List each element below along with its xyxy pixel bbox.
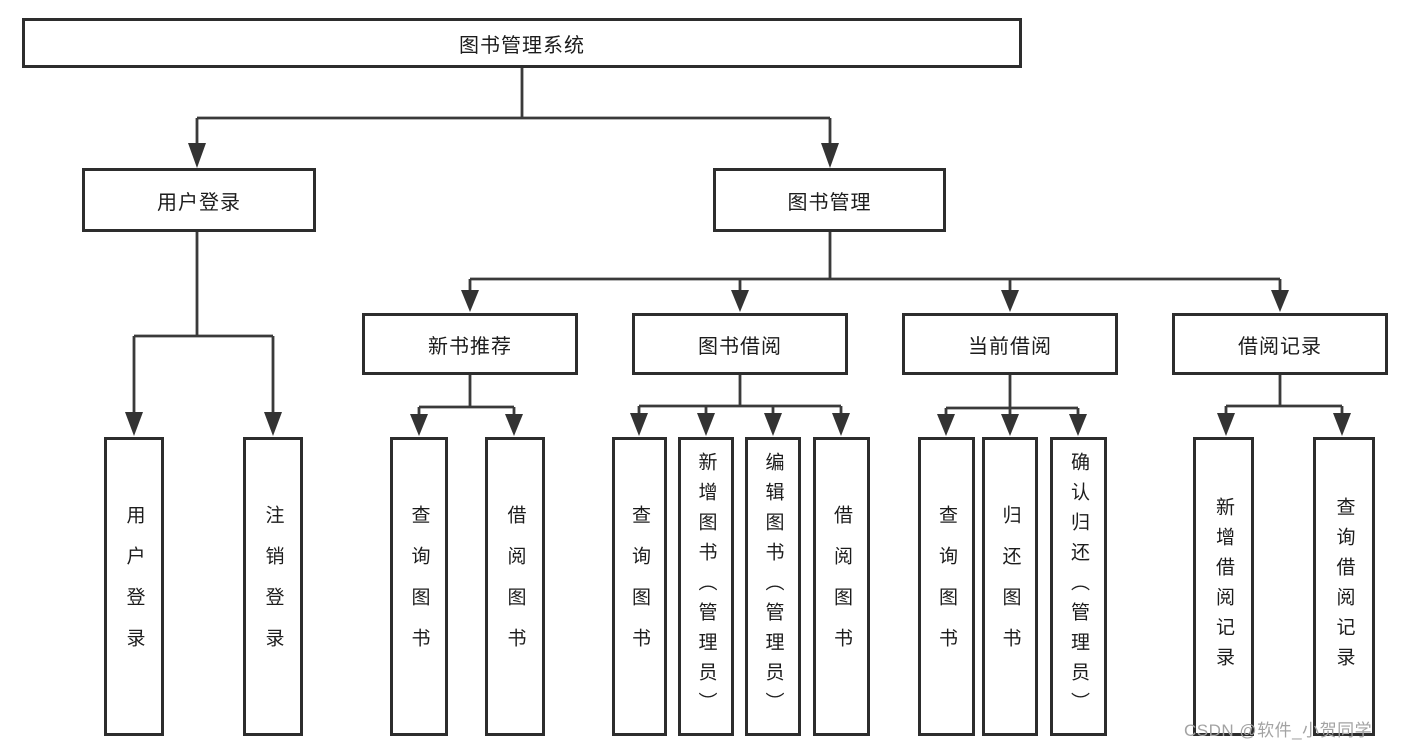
leaf-return-books-label: 归还图书	[999, 504, 1021, 669]
connector-current-to-leaves	[937, 375, 1087, 436]
leaf-newbooks-borrow-books: 借阅图书	[485, 437, 545, 736]
connector-borrowing-to-leaves	[630, 375, 850, 436]
node-root-label: 图书管理系统	[459, 34, 585, 57]
connector-userlogin-to-leaves	[125, 232, 282, 436]
leaf-return-books: 归还图书	[982, 437, 1038, 736]
leaf-user-login-label: 用户登录	[123, 504, 145, 669]
node-book-management: 图书管理	[713, 168, 946, 232]
connector-root-to-level2	[188, 68, 839, 168]
node-current-borrowing-label: 当前借阅	[968, 335, 1052, 358]
leaf-edit-books-admin: 编辑图书（管理员）	[745, 437, 801, 736]
leaf-current-query-books-label: 查询图书	[936, 504, 957, 669]
leaf-logout-label: 注销登录	[262, 504, 284, 669]
leaf-current-query-books: 查询图书	[918, 437, 975, 736]
node-user-login-branch-label: 用户登录	[157, 191, 241, 214]
leaf-confirm-return-admin: 确认归还（管理员）	[1050, 437, 1107, 736]
node-book-borrowing-label: 图书借阅	[698, 335, 782, 358]
node-root: 图书管理系统	[22, 18, 1022, 68]
leaf-add-borrow-record: 新增借阅记录	[1193, 437, 1254, 736]
leaf-borrowing-borrow-books-label: 借阅图书	[831, 504, 852, 669]
node-current-borrowing: 当前借阅	[902, 313, 1118, 375]
leaf-edit-books-admin-label: 编辑图书（管理员）	[762, 451, 784, 722]
csdn-watermark: CSDN @软件_小贺同学	[1184, 721, 1373, 740]
leaf-newbooks-query-books-label: 查询图书	[408, 504, 430, 669]
leaf-user-login: 用户登录	[104, 437, 164, 736]
node-user-login-branch: 用户登录	[82, 168, 316, 232]
leaf-confirm-return-admin-label: 确认归还（管理员）	[1068, 451, 1089, 722]
leaf-add-books-admin-label: 新增图书（管理员）	[695, 451, 717, 722]
leaf-borrowing-borrow-books: 借阅图书	[813, 437, 870, 736]
node-book-management-label: 图书管理	[787, 191, 872, 214]
leaf-newbooks-borrow-books-label: 借阅图书	[504, 504, 526, 669]
leaf-add-borrow-record-label: 新增借阅记录	[1213, 496, 1234, 677]
leaf-query-borrow-record-label: 查询借阅记录	[1333, 496, 1355, 677]
node-borrowing-records-label: 借阅记录	[1238, 335, 1322, 358]
leaf-logout: 注销登录	[243, 437, 303, 736]
node-new-book-recommend-label: 新书推荐	[428, 335, 512, 358]
node-borrowing-records: 借阅记录	[1172, 313, 1388, 375]
leaf-add-books-admin: 新增图书（管理员）	[678, 437, 734, 736]
connector-newbooks-to-leaves	[410, 375, 523, 436]
node-book-borrowing: 图书借阅	[632, 313, 848, 375]
leaf-newbooks-query-books: 查询图书	[390, 437, 448, 736]
connector-records-to-leaves	[1217, 375, 1351, 436]
connector-bookmgmt-to-level3	[461, 232, 1289, 312]
leaf-borrowing-query-books-label: 查询图书	[629, 504, 650, 669]
leaf-borrowing-query-books: 查询图书	[612, 437, 667, 736]
node-new-book-recommend: 新书推荐	[362, 313, 578, 375]
leaf-query-borrow-record: 查询借阅记录	[1313, 437, 1375, 736]
